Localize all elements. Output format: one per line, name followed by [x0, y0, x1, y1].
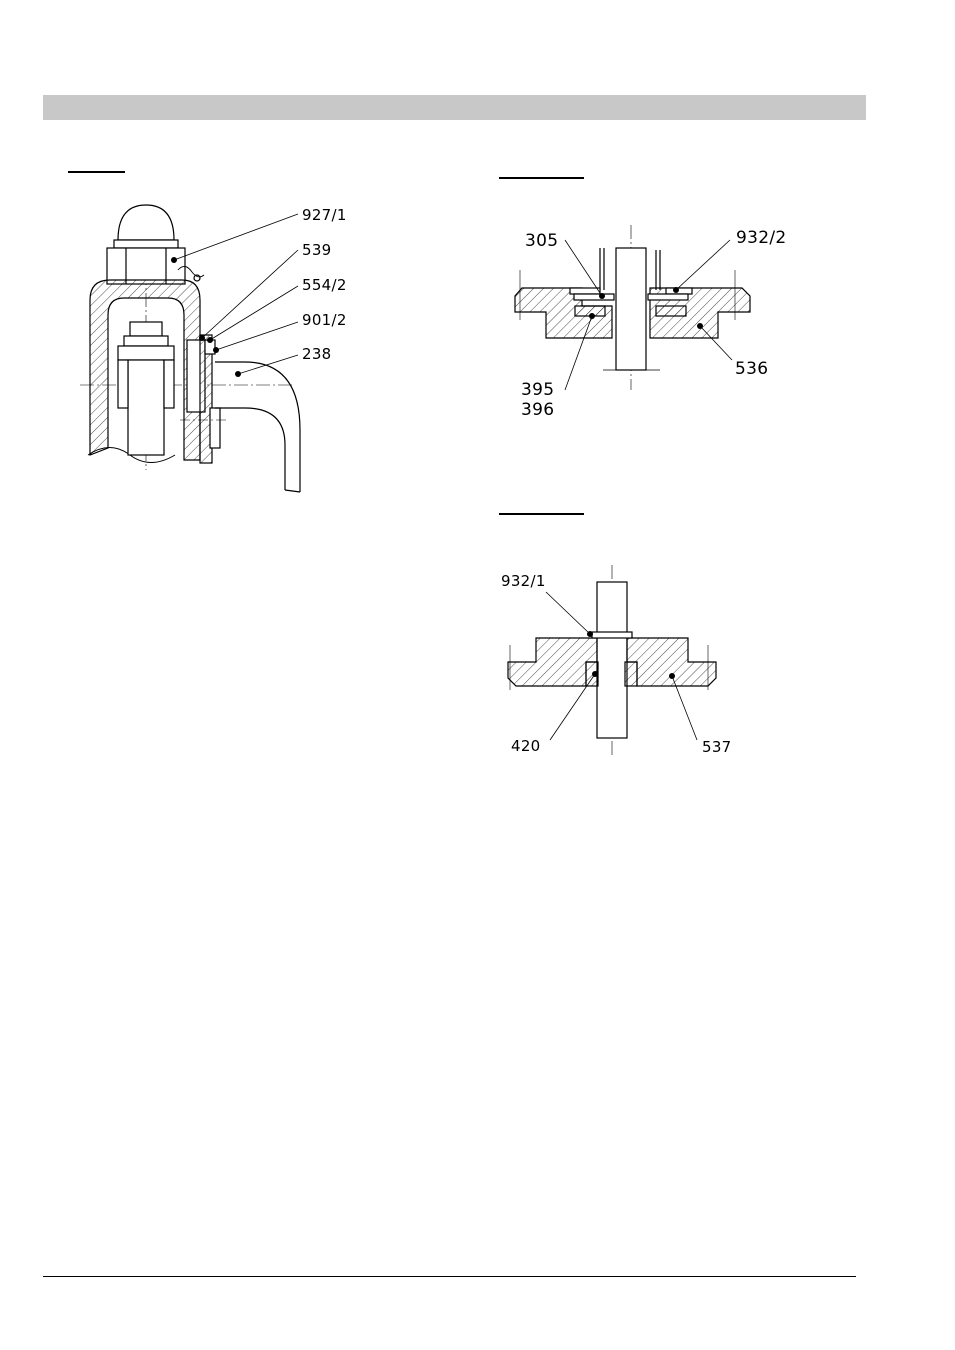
figure-3-drawing [508, 565, 716, 758]
callout-932-2: 932/2 [736, 229, 787, 247]
figure-1-drawing [80, 205, 300, 492]
callout-932-1: 932/1 [501, 573, 546, 589]
callout-420: 420 [511, 738, 541, 754]
callout-901-2: 901/2 [302, 312, 347, 328]
callout-396: 396 [521, 401, 554, 419]
callout-554-2: 554/2 [302, 277, 347, 293]
footer-rule [43, 1276, 856, 1277]
callout-238: 238 [302, 346, 332, 362]
callout-539: 539 [302, 242, 332, 258]
callout-305: 305 [525, 232, 558, 250]
callout-537: 537 [702, 739, 732, 755]
callout-536: 536 [735, 360, 768, 378]
callout-927-1: 927/1 [302, 207, 347, 223]
callout-395: 395 [521, 381, 554, 399]
